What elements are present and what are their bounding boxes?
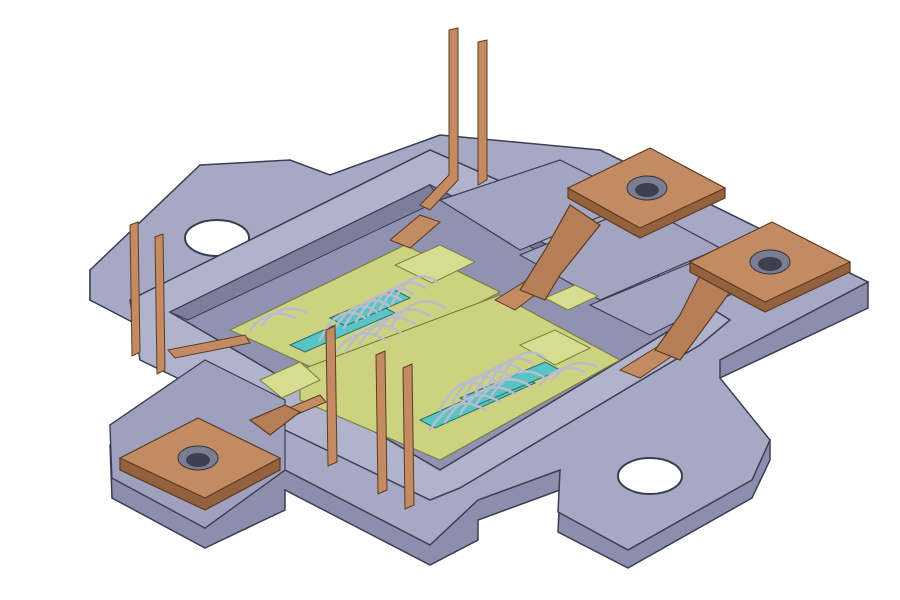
pad-4 <box>543 284 600 311</box>
pin-left-a <box>129 221 141 357</box>
pin-center-b <box>375 350 388 495</box>
lead-upper-strap <box>389 214 441 249</box>
terminal-right-hole-inner <box>758 257 782 271</box>
pad-3 <box>259 361 321 399</box>
terminal-upper-strap <box>519 204 601 301</box>
pin-top-a <box>419 27 459 211</box>
pin-top-b <box>477 39 488 186</box>
control-pins <box>129 27 488 510</box>
lead-left-bus <box>167 334 251 359</box>
pin-left-b <box>154 233 166 375</box>
terminal-left-strap <box>248 404 302 436</box>
bond-wires <box>248 275 599 432</box>
power-terminals <box>118 147 852 511</box>
terminal-left-hole-inner <box>186 453 210 467</box>
pin-center-c <box>402 363 415 510</box>
pin-center-a <box>325 325 338 467</box>
mount-hole-right <box>617 457 683 495</box>
terminal-upper-hole-inner <box>635 183 659 197</box>
